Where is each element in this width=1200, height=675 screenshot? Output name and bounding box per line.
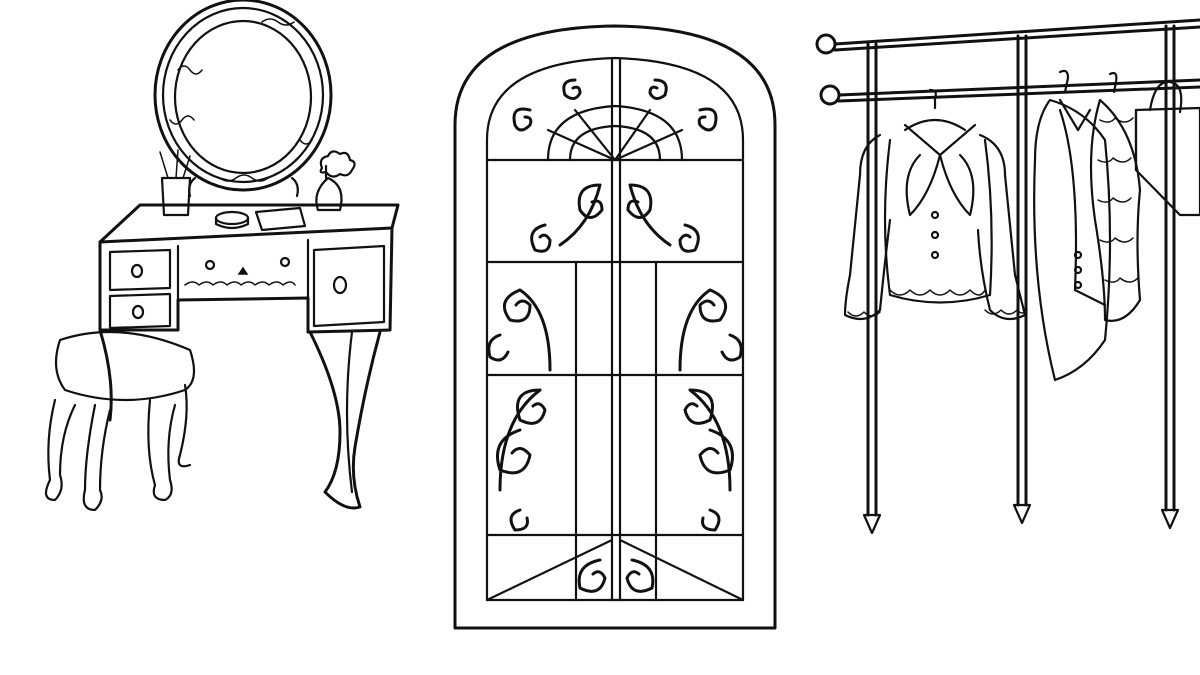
jacket-icon (1033, 69, 1112, 382)
scroll-ornament-icon (487, 78, 743, 593)
blouse-icon (843, 88, 1028, 321)
arched-window-icon (453, 24, 777, 630)
vanity-table-icon (44, 0, 400, 512)
ruffle-blouse-icon (1089, 71, 1142, 322)
oval-mirror-icon (153, 0, 333, 198)
handbag-icon (1134, 80, 1200, 217)
clothes-rack-icon (815, 18, 1200, 535)
